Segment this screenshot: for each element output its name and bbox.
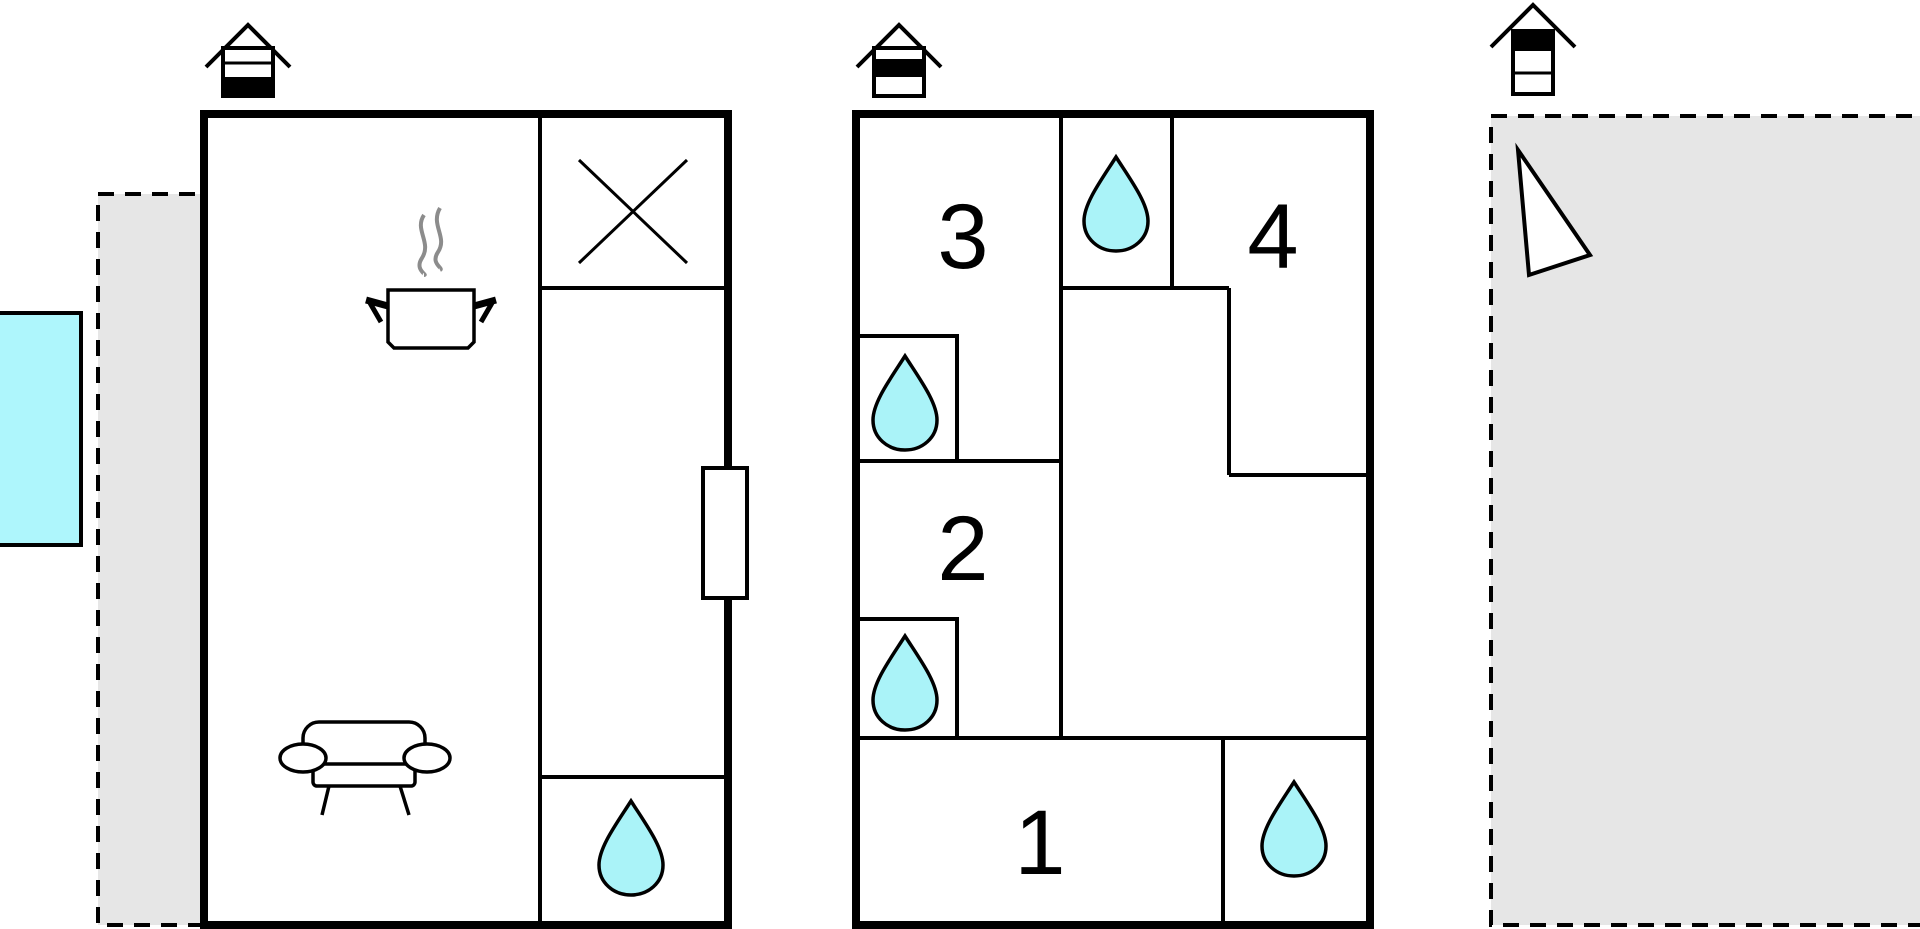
room-number-4: 4: [1247, 186, 1298, 288]
water-drop-icon: [871, 634, 939, 732]
cooking-pot-icon: [365, 206, 497, 350]
pool-icon: [0, 311, 83, 547]
room-number-3: 3: [937, 186, 988, 288]
sofa-icon: [278, 720, 452, 816]
house-level-second-icon: [1489, 2, 1577, 96]
floor-ground: [0, 22, 749, 929]
stove-cross-icon: [577, 158, 689, 265]
house-level-first-icon: [855, 22, 943, 98]
room-number-2: 2: [937, 498, 988, 600]
terrace-area: [96, 192, 206, 927]
first-floor-outline: [852, 110, 1374, 929]
water-drop-icon: [1260, 780, 1328, 878]
ground-floor-outline: [200, 110, 732, 929]
floor-second: [1489, 2, 1920, 927]
door-icon: [701, 466, 749, 600]
water-drop-icon: [871, 354, 939, 452]
water-drop-icon: [1082, 155, 1150, 253]
room-number-1: 1: [1014, 792, 1065, 894]
triangle-marker-icon: [1515, 142, 1594, 278]
house-level-ground-icon: [204, 22, 292, 98]
water-drop-icon: [597, 799, 665, 897]
floor-first: 3 4 2 1: [852, 22, 1374, 929]
